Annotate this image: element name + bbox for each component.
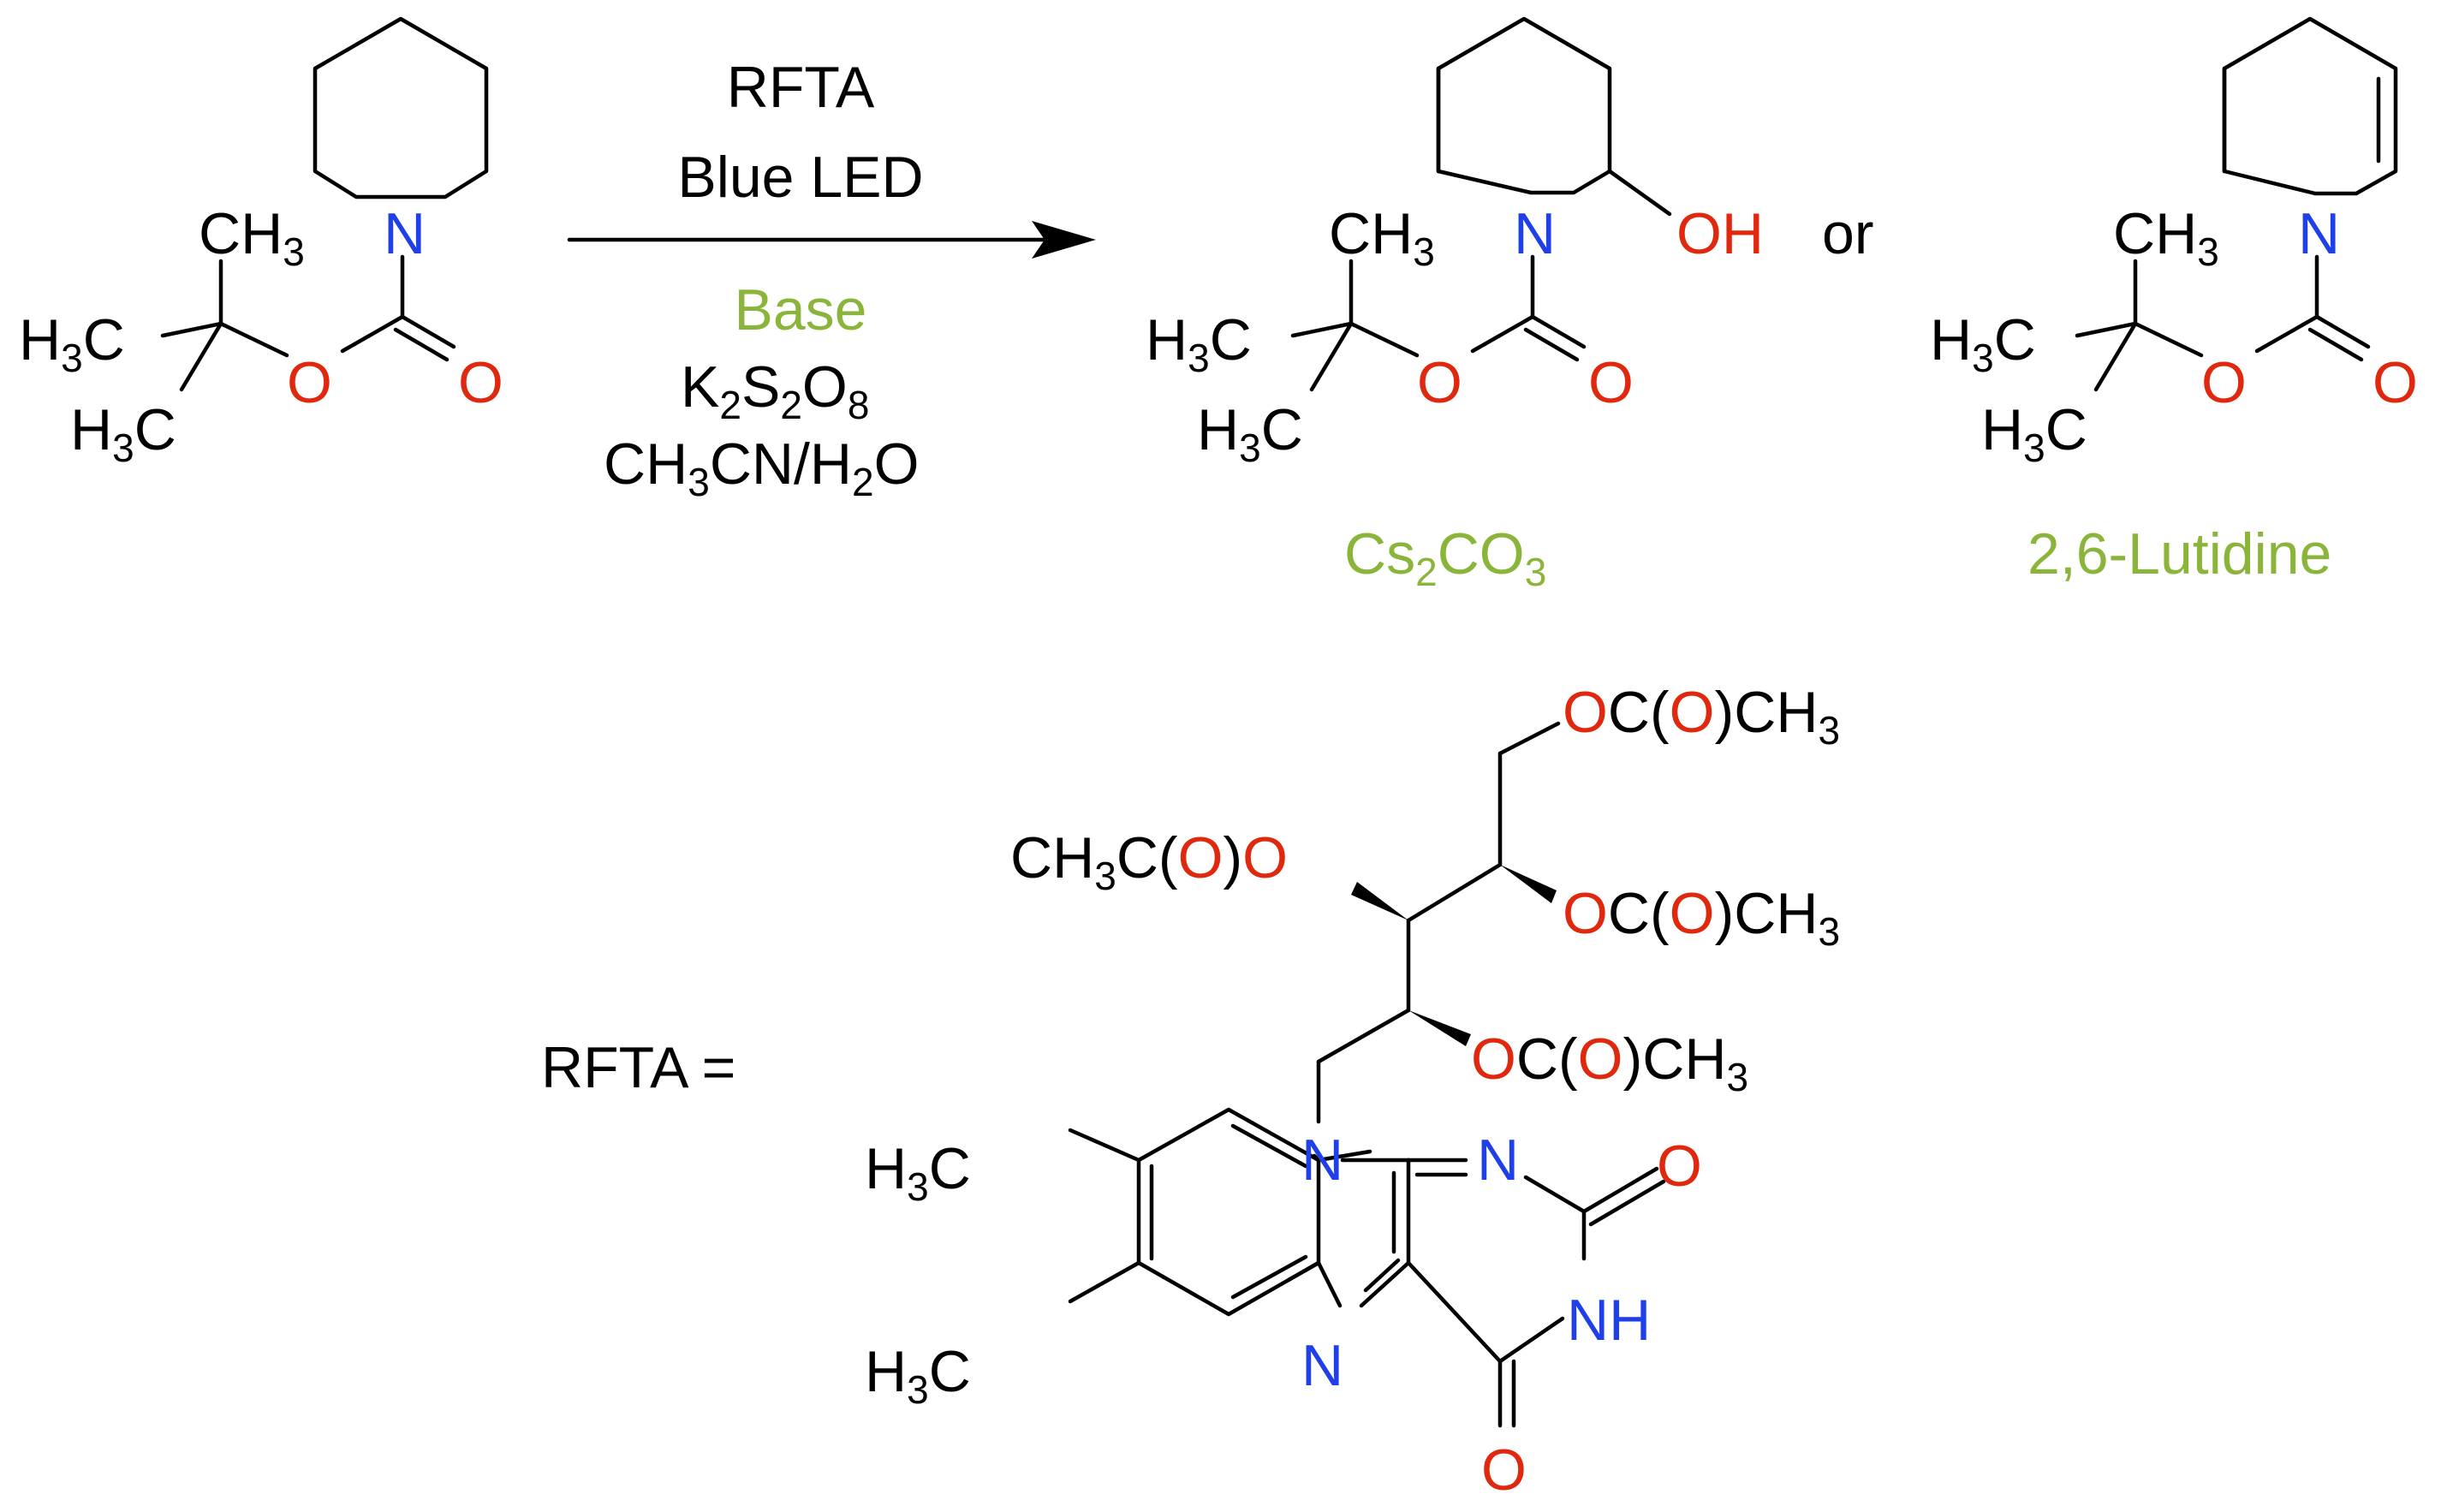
sm-o-tbu-bond <box>218 321 289 358</box>
p1-methyl-left-label: H3C <box>1146 307 1252 380</box>
sm-methyl-bottom-label: H3C <box>70 397 176 470</box>
p2-tbu-me3-bond <box>2093 321 2138 392</box>
sm-tbu-me2-bond <box>160 321 223 338</box>
rfta-chain-bond-3 <box>1406 862 1503 923</box>
rfta-n10-left-bond <box>1316 1149 1372 1163</box>
rfta-n1-label: N <box>1477 1128 1519 1193</box>
p1-tbu-me3-bond <box>1309 321 1354 392</box>
rfta-n1-c2-bond <box>1523 1175 1587 1214</box>
condition-light: Blue LED <box>677 145 923 210</box>
p1-methyl-top-label: CH3 <box>1329 201 1435 274</box>
p2-nitrogen-label: N <box>2298 201 2340 266</box>
condition-catalyst: RFTA <box>727 55 875 120</box>
p1-tbu-me2-bond <box>1290 321 1354 338</box>
p2-tbu-me2-bond <box>2075 321 2138 338</box>
base-label-lutidine: 2,6-Lutidine <box>2027 521 2331 586</box>
sm-co-double-bond-b <box>393 327 450 362</box>
condition-base: Base <box>735 277 867 342</box>
sm-carbonyl-oxygen-label: O <box>458 350 503 415</box>
rfta-acetate-lower: OC(O)CH3 <box>1471 1027 1748 1099</box>
rfta-n5-label: N <box>1301 1333 1343 1398</box>
p2-methyl-left-label: H3C <box>1930 307 2036 380</box>
p1-hydroxyl-label: OH <box>1676 201 1764 266</box>
p1-co-double-bond-b <box>1523 327 1580 362</box>
rfta-n5-right-bond <box>1359 1260 1411 1308</box>
rfta-methyl-upper-label: H3C <box>865 1136 971 1209</box>
condition-oxidant: K2S2O8 <box>681 354 869 427</box>
p2-co-double-bond-b <box>2307 327 2364 362</box>
p2-c-o-ester-bond <box>2254 314 2319 354</box>
rfta-n5-left-bond <box>1316 1260 1343 1308</box>
sm-tbu-me3-bond <box>179 321 223 392</box>
sm-nitrogen-label: N <box>384 201 426 266</box>
rfta-n5-inner <box>1363 1258 1401 1293</box>
product-hydroxy: N OH O O CH3 H3C H3C Cs2CO3 <box>1146 16 1764 594</box>
condition-solvent: CH3CN/H2O <box>604 432 920 504</box>
rfta-definition-label: RFTA = <box>541 1035 735 1100</box>
starting-material: N O O CH3 H3C H3C <box>19 16 503 470</box>
p1-c-o-ester-bond <box>1470 314 1535 354</box>
p1-piperidine-ring <box>1436 16 1612 195</box>
rfta-c4-c4a-bond <box>1406 1260 1503 1364</box>
reaction-arrow-head <box>1032 221 1096 259</box>
rfta-n10-label: N <box>1301 1128 1343 1193</box>
p1-nitrogen-label: N <box>1514 201 1556 266</box>
p2-methyl-top-label: CH3 <box>2113 201 2219 274</box>
p1-carbonyl-oxygen-label: O <box>1588 350 1634 415</box>
p1-ester-oxygen-label: O <box>1417 350 1462 415</box>
rfta-acetate-left: CH3C(O)O <box>1010 825 1288 898</box>
product-enecarbamate: N O O CH3 H3C H3C 2,6-Lutidine <box>1930 16 2418 586</box>
rfta-wedge-c2 <box>1408 1010 1471 1046</box>
rfta-n5-left-stub <box>1286 1260 1321 1283</box>
p2-ester-oxygen-label: O <box>2201 350 2247 415</box>
rfta-benzene-ring <box>1136 1107 1321 1317</box>
p1-co-double-bond-a <box>1530 314 1587 349</box>
rfta-n3-c4-bond <box>1497 1316 1565 1364</box>
p1-methyl-bottom-label: H3C <box>1197 397 1303 470</box>
rfta-c2-o-bond-b <box>1588 1179 1666 1227</box>
p1-c-oh-bond <box>1607 169 1672 217</box>
sm-piperidine-ring <box>313 16 489 199</box>
rfta-structure: OC(O)CH3 OC(O)CH3 OC(O)CH3 CH3C(O)O <box>865 680 1840 1503</box>
sm-methyl-top-label: CH3 <box>199 201 305 274</box>
sm-methyl-left-label: H3C <box>19 307 125 380</box>
reaction-arrow-group: RFTA Blue LED Base K2S2O8 CH3CN/H2O <box>567 55 1096 504</box>
rfta-benzene-inner-2 <box>1230 1254 1308 1300</box>
rfta-methyl-lower-label: H3C <box>865 1339 971 1412</box>
or-connector: or <box>1822 201 1873 266</box>
rfta-benzene-inner-3 <box>1230 1123 1308 1169</box>
base-label-cesium-carbonate: Cs2CO3 <box>1344 521 1546 594</box>
sm-co-double-bond-a <box>400 314 456 349</box>
p1-o-tbu-bond <box>1349 321 1420 358</box>
p2-carbonyl-oxygen-label: O <box>2373 350 2418 415</box>
rfta-chain-bond-5 <box>1497 721 1561 756</box>
rfta-c4-oxygen-label: O <box>1481 1438 1527 1503</box>
rfta-c2-oxygen-label: O <box>1657 1134 1702 1199</box>
rfta-wedge-c4 <box>1500 865 1557 903</box>
rfta-wedge-c3 <box>1351 882 1408 920</box>
rfta-methyl-bond-upper <box>1068 1128 1141 1163</box>
sm-ester-oxygen-label: O <box>287 350 332 415</box>
p2-co-double-bond-a <box>2314 314 2371 349</box>
p2-methyl-bottom-label: H3C <box>1981 397 2087 470</box>
rfta-methyl-bond-lower <box>1068 1260 1141 1304</box>
rfta-acetate-middle: OC(O)CH3 <box>1563 881 1840 954</box>
sm-c-o-ester-bond <box>340 314 405 354</box>
rfta-c2-o-bond-a <box>1581 1166 1659 1214</box>
rfta-acetate-top: OC(O)CH3 <box>1563 680 1840 753</box>
rfta-chain-bond-1 <box>1316 1008 1411 1064</box>
p2-ring <box>2222 16 2398 196</box>
p2-o-tbu-bond <box>2133 321 2204 358</box>
rfta-n3h-label: NH <box>1567 1288 1651 1353</box>
